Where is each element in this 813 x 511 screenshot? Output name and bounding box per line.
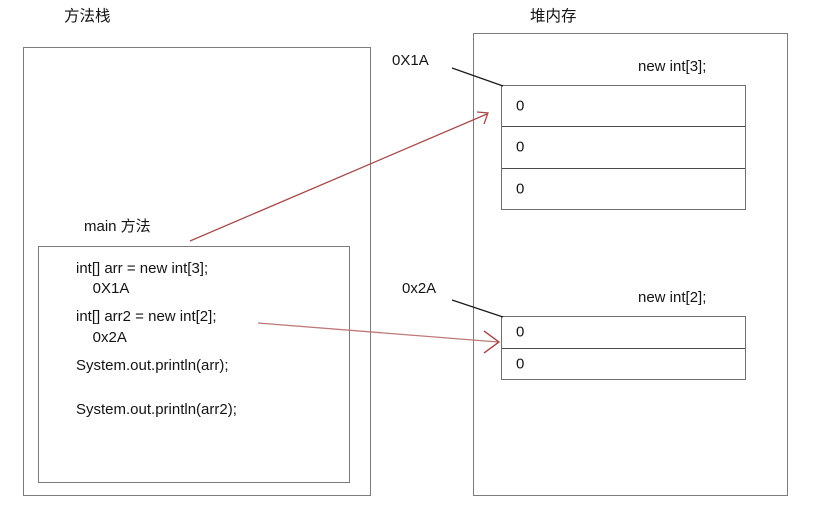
stack-code-line-3: 0x2A	[76, 329, 127, 346]
heap-object-0-cell-0-value: 0	[516, 97, 525, 115]
heap-object-0-cell-1: 0	[502, 127, 745, 169]
heap-object-0-cell-2-value: 0	[516, 180, 525, 198]
heap-title: 堆内存	[530, 8, 577, 25]
stack-code-line-2: int[] arr2 = new int[2];	[76, 308, 217, 325]
heap-object-0-cell-2: 0	[502, 169, 745, 209]
main-frame-label: main 方法	[84, 218, 151, 235]
heap-object-0-array: 0 0 0	[501, 85, 746, 210]
heap-object-1-caption: new int[2];	[638, 289, 707, 306]
stack-code-line-0: int[] arr = new int[3];	[76, 260, 209, 277]
heap-object-0-address-label: 0X1A	[392, 52, 429, 69]
heap-memory-box	[473, 33, 788, 496]
heap-object-0-cell-1-value: 0	[516, 138, 525, 156]
heap-object-0-caption: new int[3];	[638, 58, 707, 75]
stack-code-line-4: System.out.println(arr);	[76, 357, 229, 374]
stack-code-line-6: System.out.println(arr2);	[76, 401, 237, 418]
heap-object-1-cell-0-value: 0	[516, 323, 525, 341]
heap-object-0-cell-0: 0	[502, 86, 745, 128]
main-frame-box	[38, 246, 350, 483]
heap-object-1-array: 0 0	[501, 316, 746, 380]
heap-object-1-cell-1-value: 0	[516, 355, 525, 373]
stack-title: 方法栈	[64, 8, 111, 25]
heap-object-1-cell-1: 0	[502, 349, 745, 380]
heap-object-1-address-label: 0x2A	[402, 280, 437, 297]
method-stack-box	[23, 47, 371, 496]
heap-object-1-cell-0: 0	[502, 317, 745, 349]
stack-code-line-1: 0X1A	[76, 280, 130, 297]
